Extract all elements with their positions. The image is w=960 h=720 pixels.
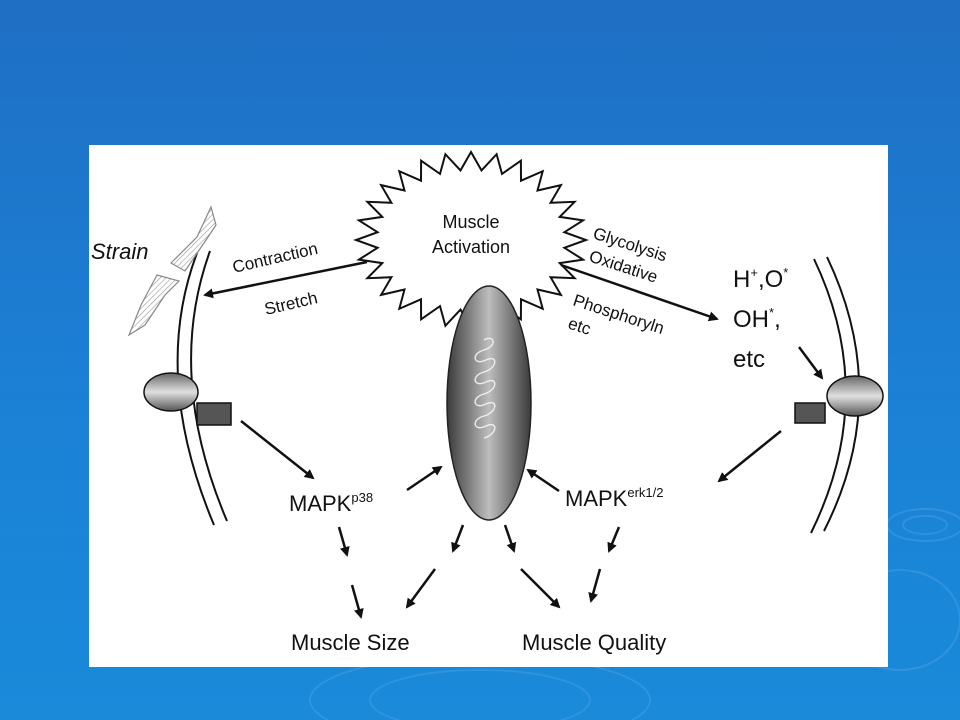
left-receptor-tail [196,402,232,426]
ros-line2: OH*, [733,305,781,333]
right-receptor-tail [794,402,826,424]
arrow-left-receptor-mapk [240,420,315,480]
center-label-line1: Muscle [442,212,499,232]
arrow-p38-down [337,526,350,557]
muscle-size-label: Muscle Size [291,630,410,655]
strain-arrow-up [170,205,217,272]
strain-arrow-down [127,274,181,337]
arrow-quality-1 [520,568,561,609]
contraction-label: Contraction [231,239,320,277]
diagram-panel: Muscle Activation Strain Contraction Str… [89,145,888,667]
arrow-quality-2 [588,568,602,603]
arrow-cell-down-left [451,524,465,553]
muscle-quality-label: Muscle Quality [522,630,666,655]
mapk-p38-label: MAPKp38 [289,490,373,516]
arrow-glycolysis [560,263,719,322]
arrow-ros-receptor [797,346,824,380]
arrow-erk-cell [526,468,560,493]
center-label-line2: Activation [432,237,510,257]
cell-coil [474,337,496,439]
mapk-erk-label: MAPKerk1/2 [565,485,664,511]
arrow-contraction [203,260,368,299]
arrow-p38-cell [406,465,443,492]
ros-line1: H+,O* [733,265,788,293]
arrow-size-1 [350,584,364,619]
left-receptor [143,372,199,412]
ros-line3: etc [733,346,765,373]
arrow-size-2 [405,568,437,609]
right-receptor [826,375,884,417]
arrow-right-receptor-mapk [717,430,782,483]
arrow-cell-down-right [503,524,517,553]
strain-label: Strain [91,239,148,264]
stretch-label: Stretch [263,288,320,319]
etc-label-arrow: etc [566,314,594,339]
arrow-erk-down [607,526,621,553]
